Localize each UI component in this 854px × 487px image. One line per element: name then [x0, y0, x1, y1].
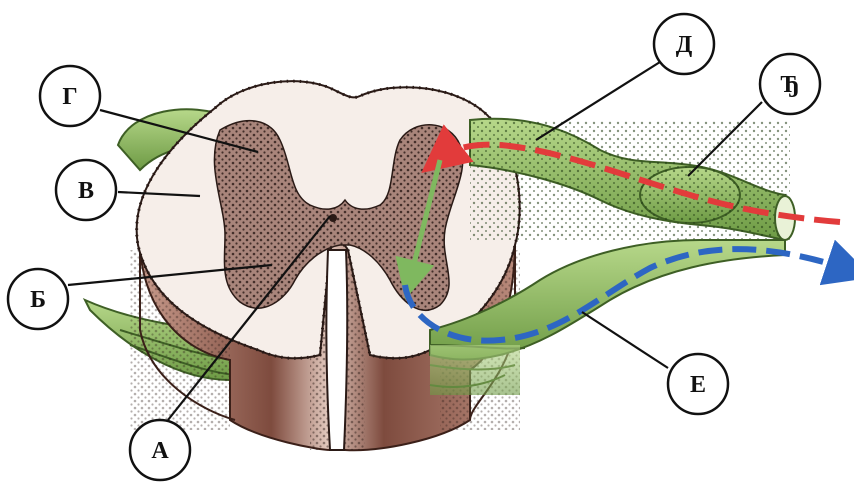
- label-Dj: Ђ: [760, 54, 820, 114]
- central-canal: [329, 214, 337, 222]
- label-B: Б: [8, 269, 68, 329]
- svg-text:Ђ: Ђ: [780, 72, 799, 98]
- dorsal-root: [470, 119, 795, 240]
- label-E: Е: [668, 354, 728, 414]
- label-V: В: [56, 160, 116, 220]
- label-A: А: [130, 420, 190, 480]
- svg-text:А: А: [151, 438, 169, 464]
- label-D: Д: [654, 14, 714, 74]
- svg-text:Г: Г: [62, 84, 77, 110]
- anterior-median-fissure: [326, 250, 347, 450]
- svg-text:Б: Б: [30, 287, 46, 313]
- svg-text:Е: Е: [690, 372, 706, 398]
- svg-text:В: В: [78, 178, 94, 204]
- label-G: Г: [40, 66, 100, 126]
- svg-text:Д: Д: [676, 32, 693, 58]
